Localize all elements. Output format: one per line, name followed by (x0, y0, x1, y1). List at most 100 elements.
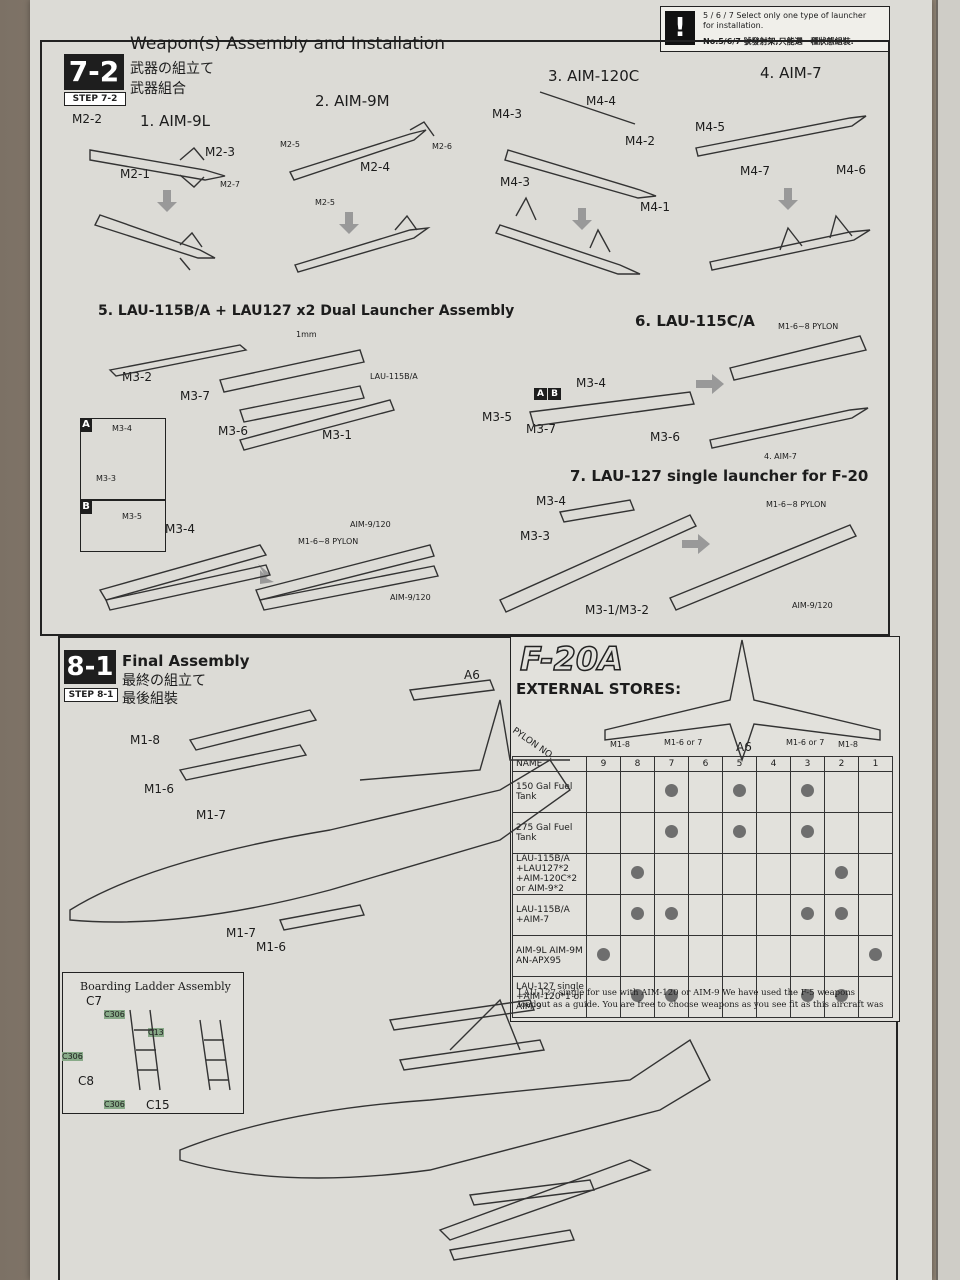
part-label: C13 (148, 1028, 164, 1037)
part-label: C7 (86, 994, 103, 1008)
pylon-cell (858, 853, 893, 895)
adjacent-page-edge (936, 0, 960, 1280)
table-row: LAU-115B/A +LAU127*2 +AIM-120C*2 or AIM-… (512, 853, 893, 895)
aim-9l-drawing (89, 147, 226, 271)
step-8-1-cn: 最後組裝 (122, 691, 178, 707)
step-8-1-badge: STEP 8-1 (64, 688, 118, 702)
fitment-dot (631, 866, 644, 879)
part-label: AIM-9/120 (350, 520, 391, 529)
step-7-2-badge: STEP 7-2 (64, 92, 126, 106)
fitment-dot (631, 907, 644, 920)
pylon-cell (586, 771, 621, 813)
pylon-cell (620, 976, 655, 1018)
aim9m-label: 2. AIM-9M (315, 92, 390, 110)
step-7-2-title: Weapon(s) Assembly and Installation (130, 34, 446, 54)
part-label: M2-5 (315, 198, 335, 207)
fitment-dot (835, 907, 848, 920)
part-label: M3-4 (536, 494, 566, 508)
part-label: M3-4 (112, 424, 132, 433)
fitment-dot (801, 907, 814, 920)
part-label: C8 (78, 1074, 95, 1088)
aim-9m-drawing (289, 121, 435, 273)
part-label: M4-7 (740, 164, 770, 178)
aim120c-label: 3. AIM-120C (548, 67, 640, 85)
part-label: M2-2 (72, 112, 102, 126)
boarding-ladder-title: Boarding Ladder Assembly (80, 980, 231, 993)
store-name: 275 Gal Fuel Tank (512, 812, 587, 854)
part-label: M3-4 (576, 376, 606, 390)
part-label: M3-4 (165, 522, 195, 536)
lau-127-label: 7. LAU-127 single launcher for F-20 (570, 467, 869, 485)
fitment-dot (869, 948, 882, 961)
part-label: M1-8 (130, 733, 160, 747)
part-label: M2-7 (220, 180, 240, 189)
option-tag-b: B (548, 388, 561, 400)
fitment-dot (631, 989, 644, 1002)
aircraft-loaded-drawing (179, 998, 711, 1261)
store-name: LAU-115B/A +LAU127*2 +AIM-120C*2 or AIM-… (512, 853, 587, 895)
stores-note-1: LAU-127 single for use with AIM-120 or A… (518, 988, 856, 998)
line-art-drawings (69, 91, 881, 1261)
part-label: A6 (464, 668, 480, 682)
part-label: M4-2 (625, 134, 655, 148)
step-7-2-cn: 武器組合 (130, 81, 186, 97)
fitment-dot (801, 825, 814, 838)
instruction-page: ! 5 / 6 / 7 Select only one type of laun… (30, 0, 932, 1280)
step-7-2-frame (40, 40, 890, 636)
lau-115c-label: 6. LAU-115C/A (635, 312, 755, 330)
store-name: LAU-115B/A +AIM-7 (512, 894, 587, 936)
exclamation-icon: ! (665, 11, 695, 45)
part-label: M4-6 (836, 163, 866, 177)
pylon-cell (688, 976, 723, 1018)
stores-note-2: loadout as a guide. You are free to choo… (518, 1000, 884, 1010)
part-label: M1-7 (196, 808, 226, 822)
part-label: M2-5 (280, 140, 300, 149)
pylon-cell (586, 853, 621, 895)
aim7-label: 4. AIM-7 (760, 64, 822, 82)
part-label: M3-1 (322, 428, 352, 442)
part-label: M3-6 (218, 424, 248, 438)
part-label: M4-3 (492, 107, 522, 121)
pylon-cell (790, 812, 825, 854)
part-label: M3-5 (122, 512, 142, 521)
fitment-dot (665, 989, 678, 1002)
part-label: M1-6 (144, 782, 174, 796)
part-label: M3-5 (482, 410, 512, 424)
pylon-cell (688, 853, 723, 895)
part-label: M2-1 (120, 167, 150, 181)
pylon-cell (790, 894, 825, 936)
part-label: M4-4 (586, 94, 616, 108)
aim9l-label: 1. AIM-9L (140, 112, 211, 130)
part-label: M1-6~8 PYLON (298, 537, 359, 546)
part-label: AIM-9/120 (792, 601, 833, 610)
pylon-cell (654, 853, 689, 895)
table-row: LAU-127 single +AIM-120*1 or AIM-9 (512, 976, 893, 1018)
notice-line2: for installation. (703, 21, 764, 30)
pylon-cell (858, 935, 893, 977)
lau-dual-drawing (98, 344, 439, 611)
f20-plan-drawing (604, 639, 881, 763)
pylon-cell (620, 812, 655, 854)
pylon-cell (756, 976, 791, 1018)
pylon-cell (790, 935, 825, 977)
f20a-logo: F-20A (519, 639, 623, 679)
part-label: AIM-9/120 (390, 593, 431, 602)
part-label: 4. AIM-7 (764, 452, 797, 461)
pylon-cell (858, 771, 893, 813)
pylon-cell (586, 894, 621, 936)
pylon-cell (756, 812, 791, 854)
part-label: C15 (146, 1098, 170, 1112)
fitment-dot (801, 989, 814, 1002)
pylon-cell (722, 771, 757, 813)
fitment-dot (835, 866, 848, 879)
table-row: LAU-115B/A +AIM-7 (512, 894, 893, 936)
part-label: M3-6 (650, 430, 680, 444)
aim-7-drawing (695, 115, 871, 271)
part-label: M3-7 (180, 389, 210, 403)
fitment-dot (597, 948, 610, 961)
part-label: M1-7 (226, 926, 256, 940)
pylon-diagram-label: M1-8 (838, 740, 858, 749)
column-header-pylon: 1 (858, 756, 893, 772)
step-7-2-number: 7-2 (64, 54, 124, 90)
pylon-diagram-label: M1-6 or 7 (786, 738, 825, 747)
